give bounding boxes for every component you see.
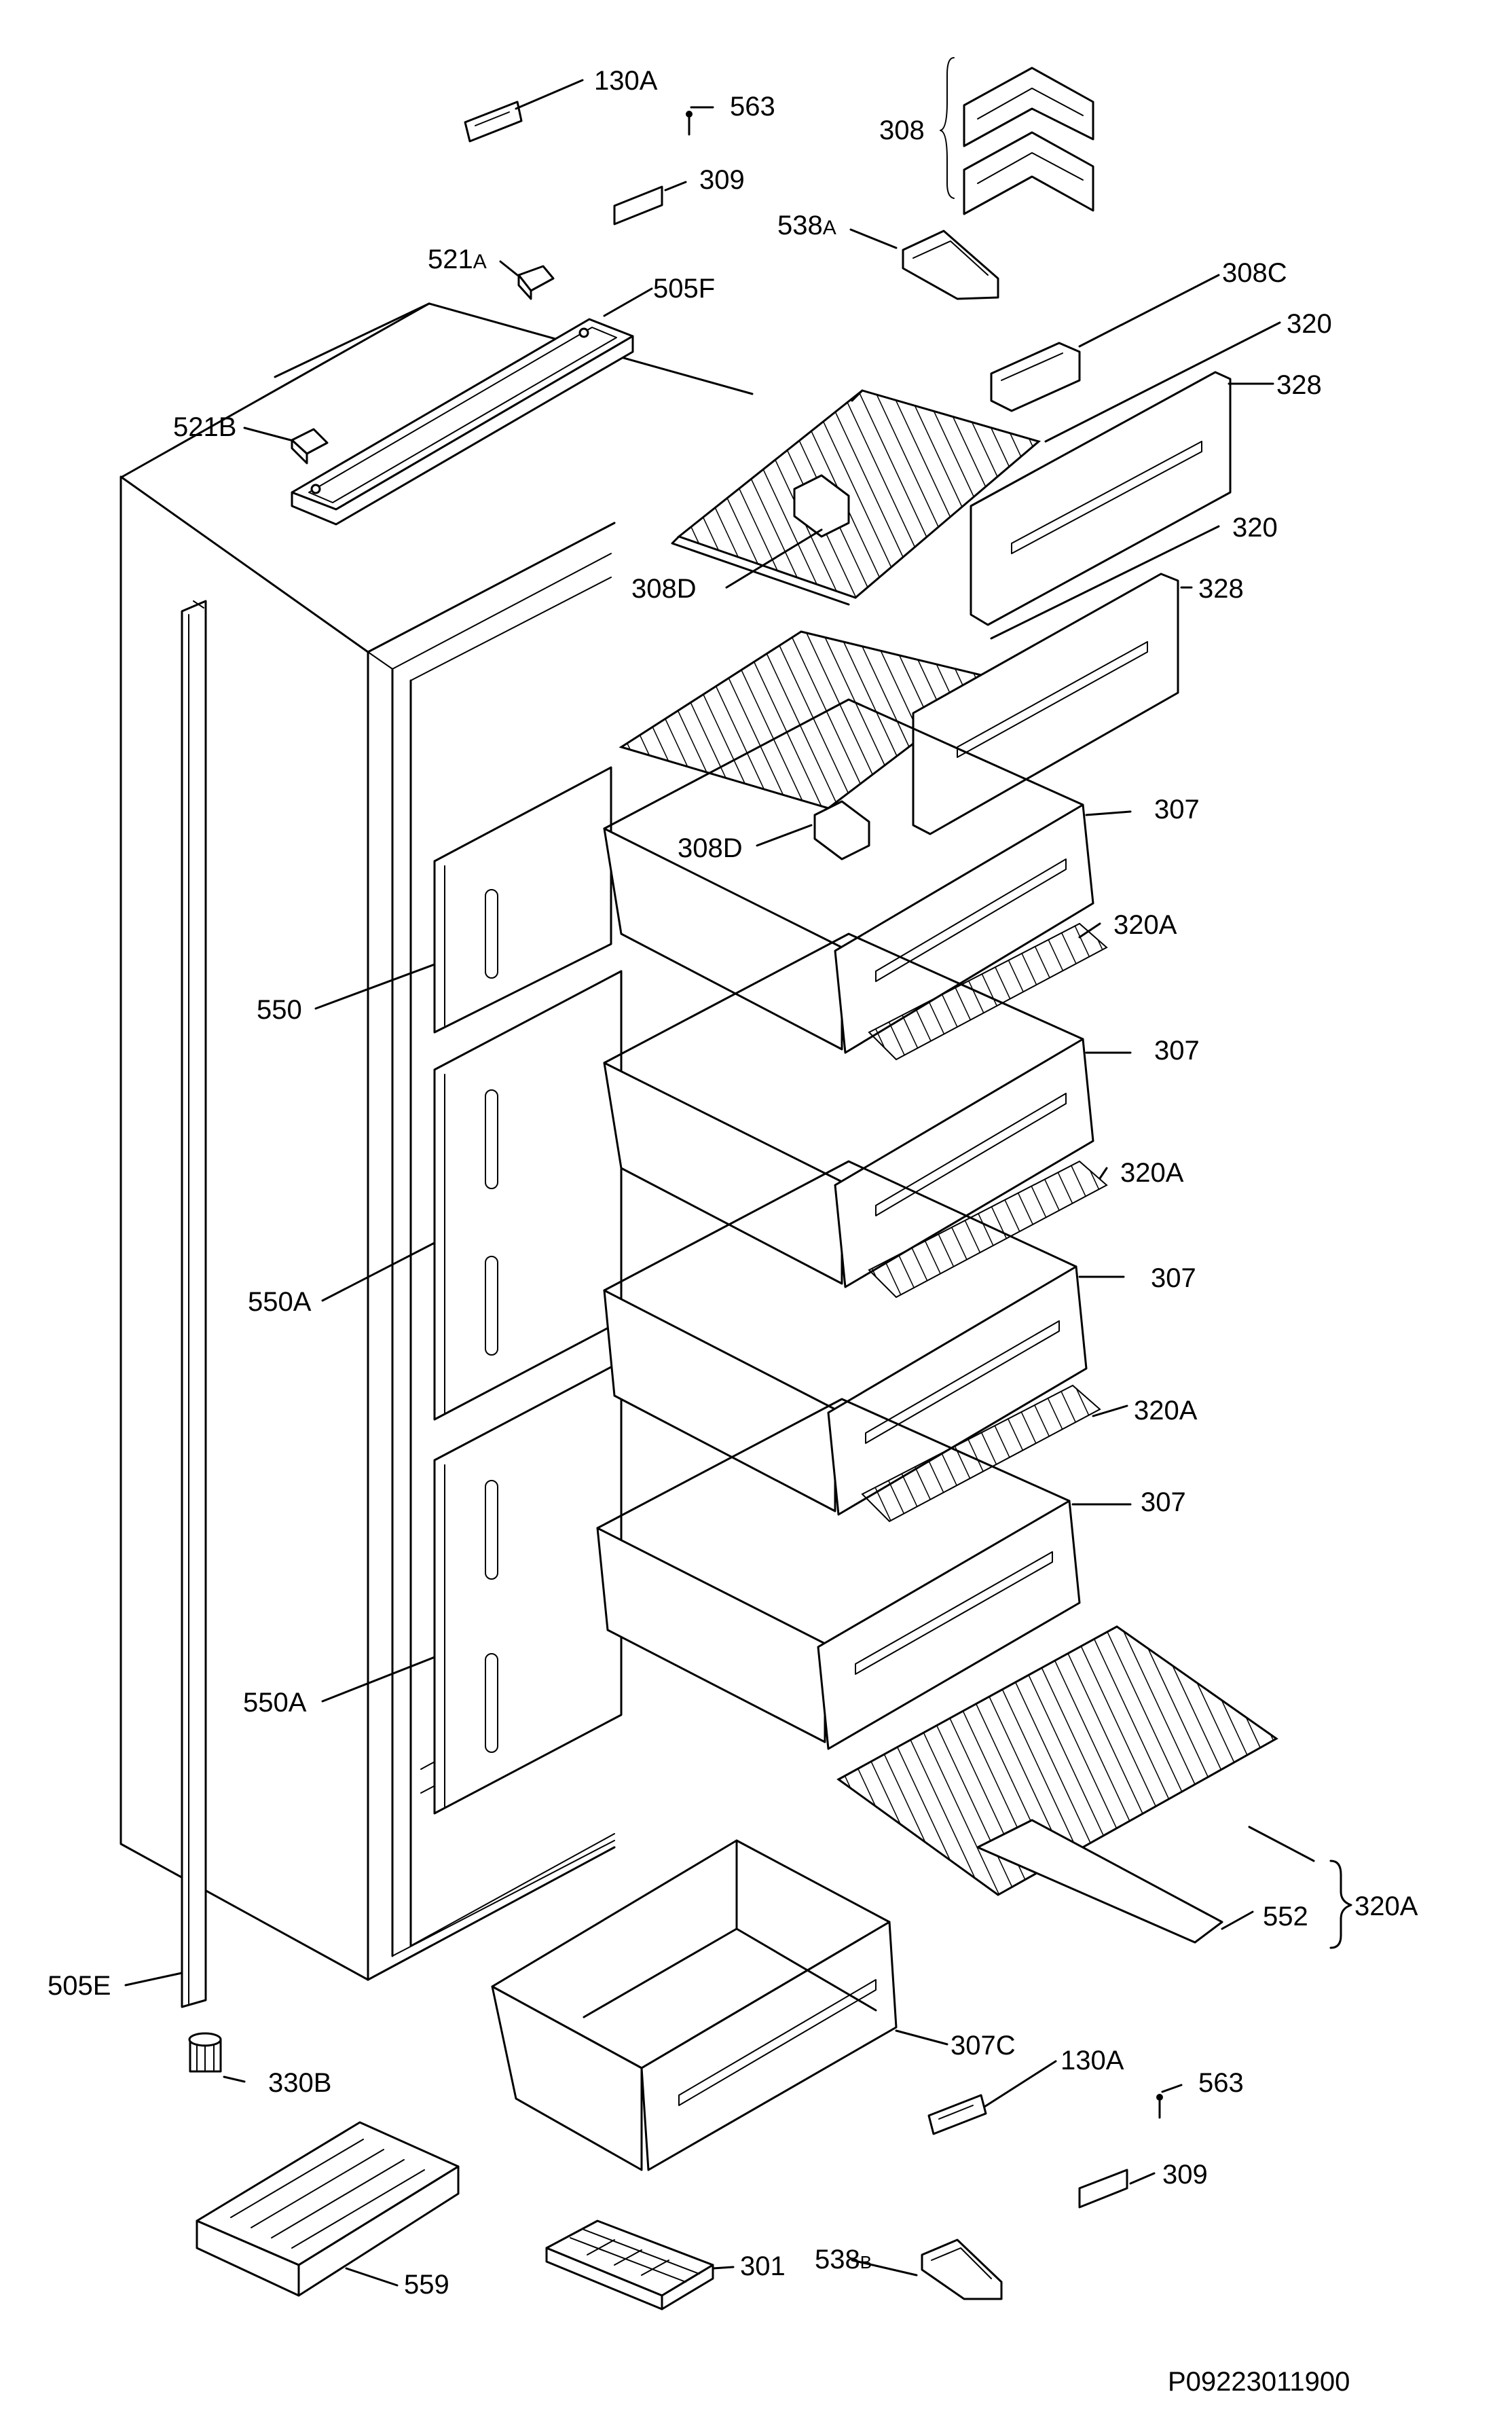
label-552: 552 xyxy=(1263,1902,1308,1932)
label-130a-top: 130A xyxy=(594,66,658,96)
label-559: 559 xyxy=(404,2270,449,2300)
hinge-bar-505f xyxy=(291,318,634,526)
label-563-bottom: 563 xyxy=(1198,2068,1244,2098)
label-521a: 521A xyxy=(428,244,487,274)
label-563-top: 563 xyxy=(730,92,775,122)
label-330b: 330B xyxy=(268,2068,331,2098)
label-538a: 538A xyxy=(777,211,836,240)
clip-308d-upper xyxy=(793,474,850,538)
label-307-3: 307 xyxy=(1151,1263,1196,1293)
label-320a-2: 320A xyxy=(1120,1158,1184,1188)
label-550a-lower: 550A xyxy=(243,1688,307,1718)
door-gasket-505e xyxy=(181,600,207,2008)
part-130a-top xyxy=(464,101,523,143)
label-309-bottom: 309 xyxy=(1162,2160,1208,2190)
shelf-320a-2 xyxy=(868,1160,1108,1299)
hinge-308c xyxy=(990,342,1081,412)
label-505e: 505E xyxy=(48,1971,111,2001)
label-307-2: 307 xyxy=(1154,1036,1200,1066)
clip-308d-lower xyxy=(813,800,870,860)
flap-328-upper xyxy=(970,371,1232,626)
bracket-538b xyxy=(921,2238,1003,2300)
cap-521a xyxy=(517,265,555,300)
label-308: 308 xyxy=(879,115,925,145)
wall-panel-550a-upper xyxy=(433,970,623,1421)
label-308d-lower: 308D xyxy=(678,833,743,863)
label-308c: 308C xyxy=(1222,258,1287,288)
label-505f: 505F xyxy=(653,274,715,304)
label-550a-upper: 550A xyxy=(248,1287,312,1317)
bracket-538a xyxy=(902,230,999,300)
tray-559 xyxy=(196,2121,460,2297)
label-307-4: 307 xyxy=(1141,1487,1186,1517)
leader-lines xyxy=(124,79,1352,2287)
bracket-308 xyxy=(940,57,955,199)
hinge-308-upper xyxy=(963,67,1094,147)
knob-330b xyxy=(188,2032,222,2073)
label-320a-1: 320A xyxy=(1113,910,1177,940)
label-320-lower: 320 xyxy=(1232,513,1278,543)
wall-panel-550a-lower xyxy=(433,1360,623,1815)
flap-328-lower xyxy=(912,573,1179,835)
drawer-307c xyxy=(491,1839,898,2171)
label-320a-bottom: 320A xyxy=(1354,1891,1418,1921)
screw-563-bottom xyxy=(1156,2094,1163,2119)
cap-521b xyxy=(291,428,329,465)
plate-309-top xyxy=(613,185,663,225)
label-320-upper: 320 xyxy=(1287,309,1332,339)
label-538b: 538B xyxy=(815,2245,872,2274)
wall-panel-550 xyxy=(433,766,612,1034)
label-320a-3: 320A xyxy=(1134,1396,1198,1426)
screw-563-top xyxy=(686,111,693,136)
drawer-307-1 xyxy=(603,698,1094,1054)
ice-tray-301 xyxy=(545,2219,714,2310)
wire-shelf-320-upper xyxy=(671,389,1041,606)
label-328-lower: 328 xyxy=(1198,574,1244,604)
label-309-top: 309 xyxy=(699,165,745,195)
label-130a-bottom: 130A xyxy=(1061,2046,1124,2075)
shelf-320a-3 xyxy=(861,1384,1101,1523)
hinge-308-lower xyxy=(963,131,1094,215)
part-130a-bottom xyxy=(927,2094,987,2135)
label-307c: 307C xyxy=(951,2031,1016,2061)
drawer-307-4 xyxy=(596,1398,1081,1750)
drawer-307-2 xyxy=(603,932,1094,1288)
part-labels: 130A 563 308 309 538A 521A 505F 308C 320… xyxy=(48,66,1418,2397)
label-308d-upper: 308D xyxy=(631,574,697,604)
label-328-upper: 328 xyxy=(1276,370,1322,400)
plate-309-bottom xyxy=(1078,2169,1128,2209)
shelf-320a-1 xyxy=(868,922,1108,1061)
label-521b: 521B xyxy=(173,412,236,442)
shelf-320a-bottom xyxy=(836,1625,1278,1944)
label-307-1: 307 xyxy=(1154,795,1200,824)
brace-320a xyxy=(1329,1860,1352,1949)
label-550: 550 xyxy=(257,995,302,1025)
drawer-307-3 xyxy=(603,1160,1088,1516)
reference-number: P09223011900 xyxy=(1168,2367,1350,2397)
label-301: 301 xyxy=(740,2251,786,2281)
